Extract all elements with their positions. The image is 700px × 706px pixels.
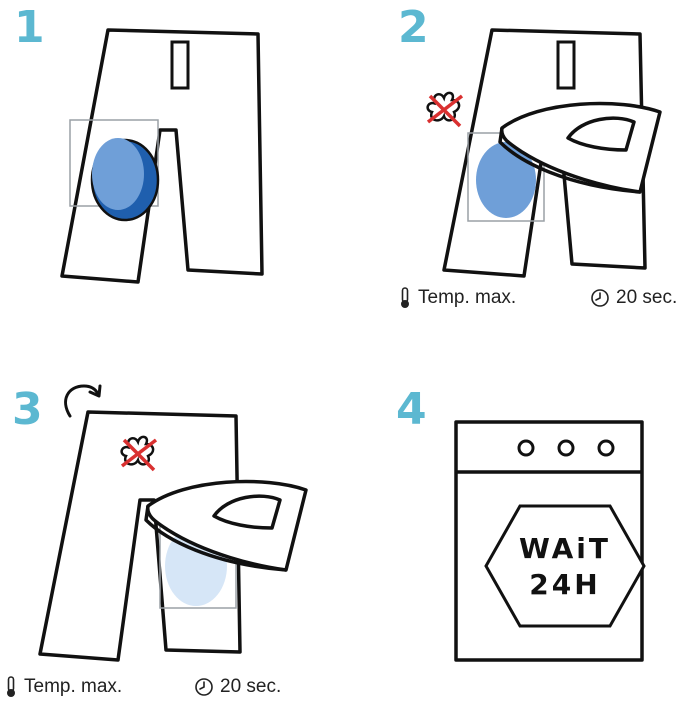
step-number-3: 3: [12, 384, 43, 435]
panel-2-no-steam-icon: [426, 91, 464, 128]
panel-1-belt-loop: [170, 40, 190, 90]
machine-knob-2: [557, 439, 575, 457]
temp-label: Temp. max.: [24, 676, 123, 697]
time-label: 20 sec.: [220, 676, 282, 697]
step-number-2: 2: [398, 2, 429, 53]
panel-3-temp-caption: Temp. max.: [4, 676, 122, 698]
panel-2-temp-caption: Temp. max.: [398, 287, 516, 309]
panel-1-trousers: [60, 28, 264, 284]
machine-knob-3: [597, 439, 615, 457]
panel-3-iron-icon: [144, 479, 308, 572]
panel-1-patch: [92, 138, 144, 210]
temp-label: Temp. max.: [418, 287, 517, 308]
panel-2-time-caption: 20 sec.: [590, 287, 677, 309]
wait-sign-line-1: WAiT: [519, 532, 611, 565]
wait-sign-line-2: 24H: [529, 568, 601, 601]
thermometer-icon: [7, 676, 15, 697]
clock-icon: [195, 678, 213, 696]
thermometer-icon: [401, 287, 409, 308]
panel-2-belt-loop: [556, 40, 576, 90]
wait-sign-hexagon: [484, 504, 646, 628]
clock-icon: [591, 289, 609, 307]
panel-2-patch: [476, 142, 536, 218]
time-label: 20 sec.: [616, 287, 678, 308]
panel-3-rotate-arrow-icon: [64, 384, 102, 418]
panel-2-iron-icon: [498, 101, 662, 194]
panel-3-no-steam-icon: [120, 435, 158, 472]
machine-knob-1: [517, 439, 535, 457]
panel-3-time-caption: 20 sec.: [194, 676, 281, 698]
step-number-1: 1: [14, 2, 45, 53]
step-number-4: 4: [396, 384, 427, 435]
